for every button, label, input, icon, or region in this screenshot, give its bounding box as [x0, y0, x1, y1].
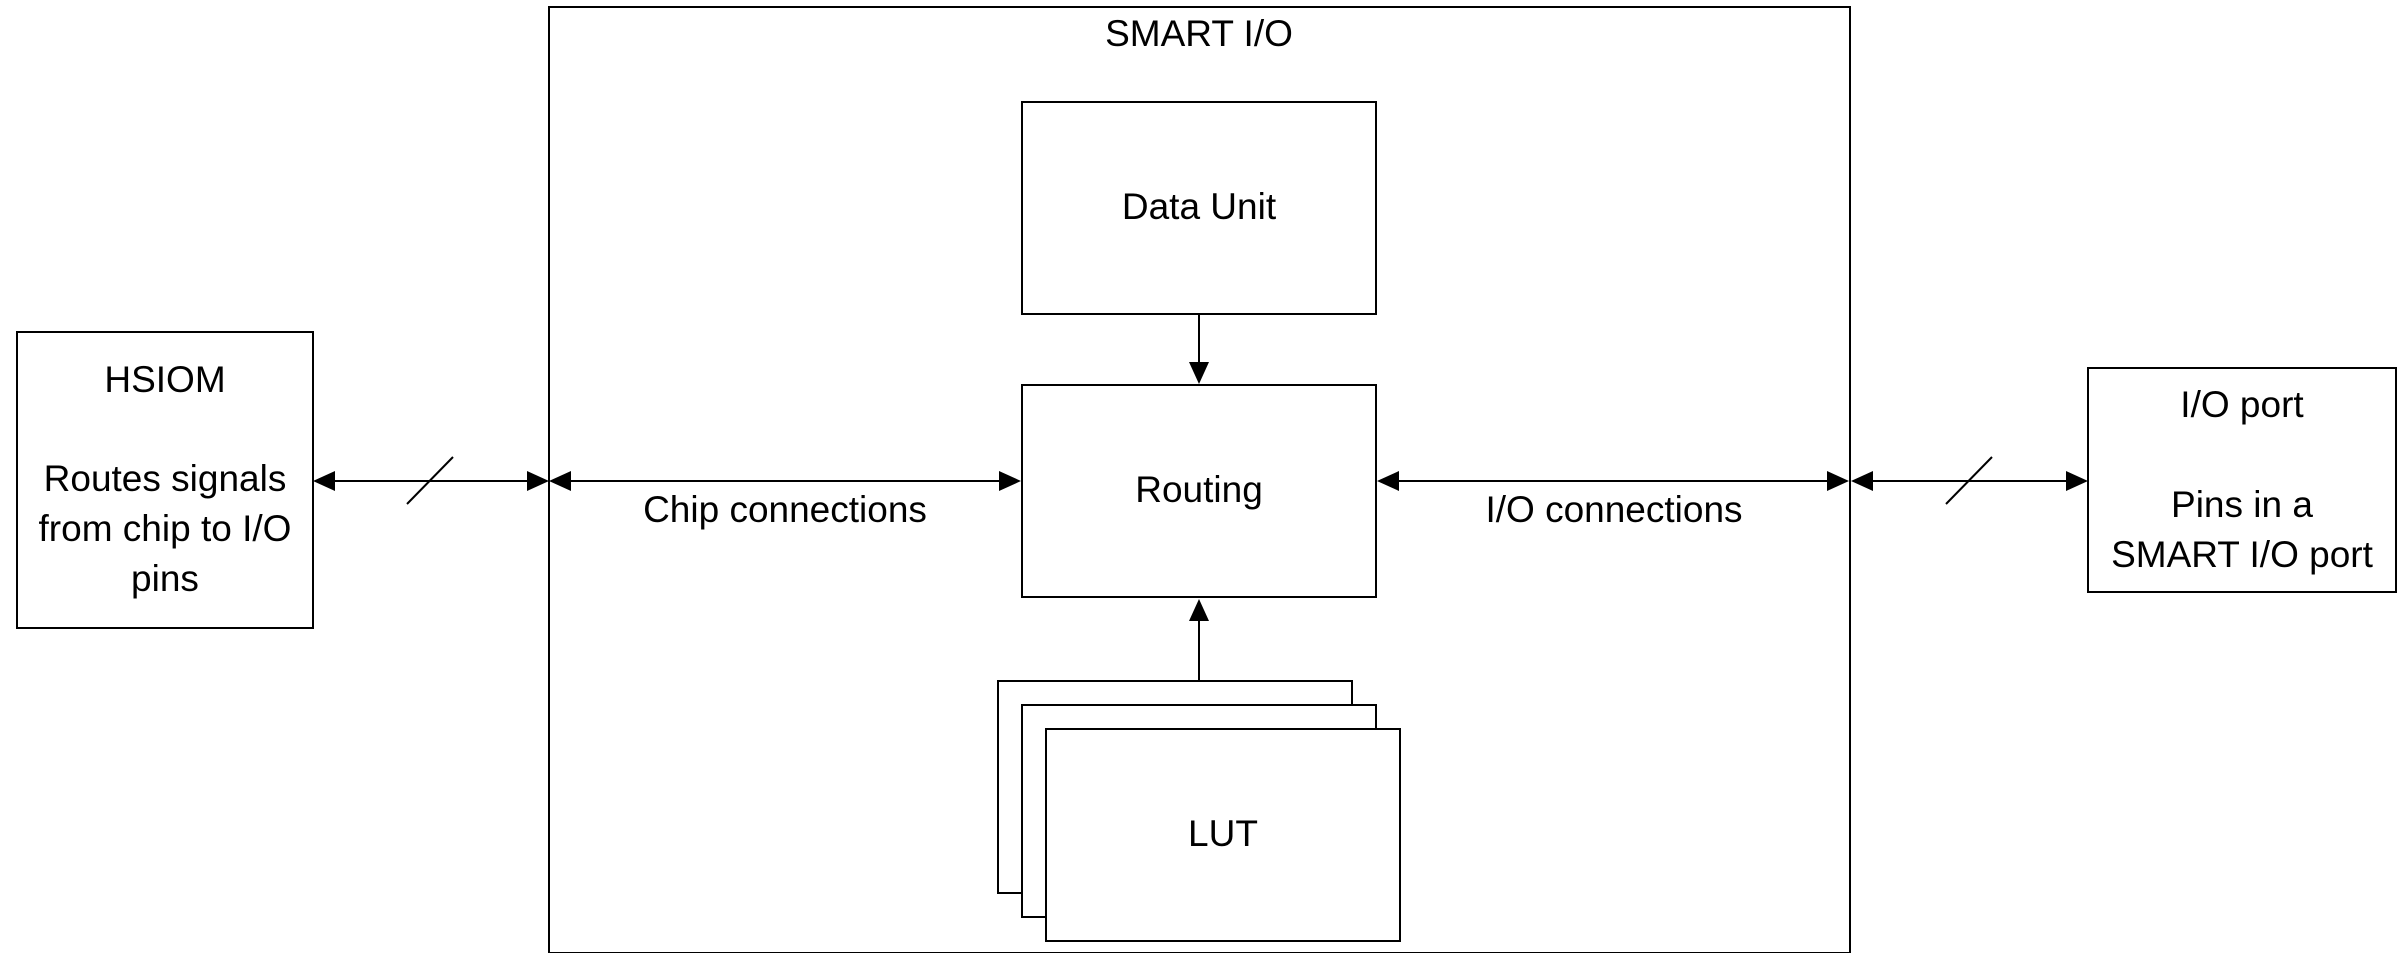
lut-label: LUT	[1188, 813, 1258, 854]
lut-to-routing-arrow	[1189, 599, 1209, 680]
hsiom-title: HSIOM	[104, 359, 225, 400]
io-port-desc-line-2: SMART I/O port	[2111, 534, 2374, 575]
hsiom-box	[16, 331, 314, 629]
chip-connections-arrow	[549, 471, 1021, 491]
io-port-bus-arrow	[1851, 456, 2088, 505]
data-unit-label: Data Unit	[1122, 186, 1277, 227]
io-port-box	[2087, 367, 2397, 593]
hsiom-desc-line-3: pins	[131, 558, 199, 599]
io-port-block: I/O port Pins in a SMART I/O port	[2087, 367, 2397, 593]
bus-slash-right	[1945, 456, 1993, 505]
io-connections-label: I/O connections	[1485, 489, 1742, 530]
io-port-title: I/O port	[2180, 384, 2304, 425]
routing-box	[1021, 384, 1377, 598]
smart-io-title: SMART I/O	[1105, 13, 1293, 54]
hsiom-desc-line-2: from chip to I/O	[39, 508, 292, 549]
io-port-desc-line-1: Pins in a	[2171, 484, 2313, 525]
hsiom-desc-line-1: Routes signals	[44, 458, 287, 499]
hsiom-bus-arrow	[313, 456, 549, 505]
bus-slash-left	[406, 456, 454, 505]
data-unit-block: Data Unit	[1021, 101, 1377, 315]
routing-block: Routing	[1021, 384, 1377, 598]
routing-label: Routing	[1135, 469, 1263, 510]
lut-stack: LUT	[997, 680, 1401, 942]
chip-connections-label: Chip connections	[643, 489, 927, 530]
data-unit-to-routing-arrow	[1189, 314, 1209, 384]
hsiom-block: HSIOM Routes signals from chip to I/O pi…	[16, 331, 314, 629]
lut-box-front	[1045, 728, 1401, 942]
io-connections-arrow	[1377, 471, 1849, 491]
